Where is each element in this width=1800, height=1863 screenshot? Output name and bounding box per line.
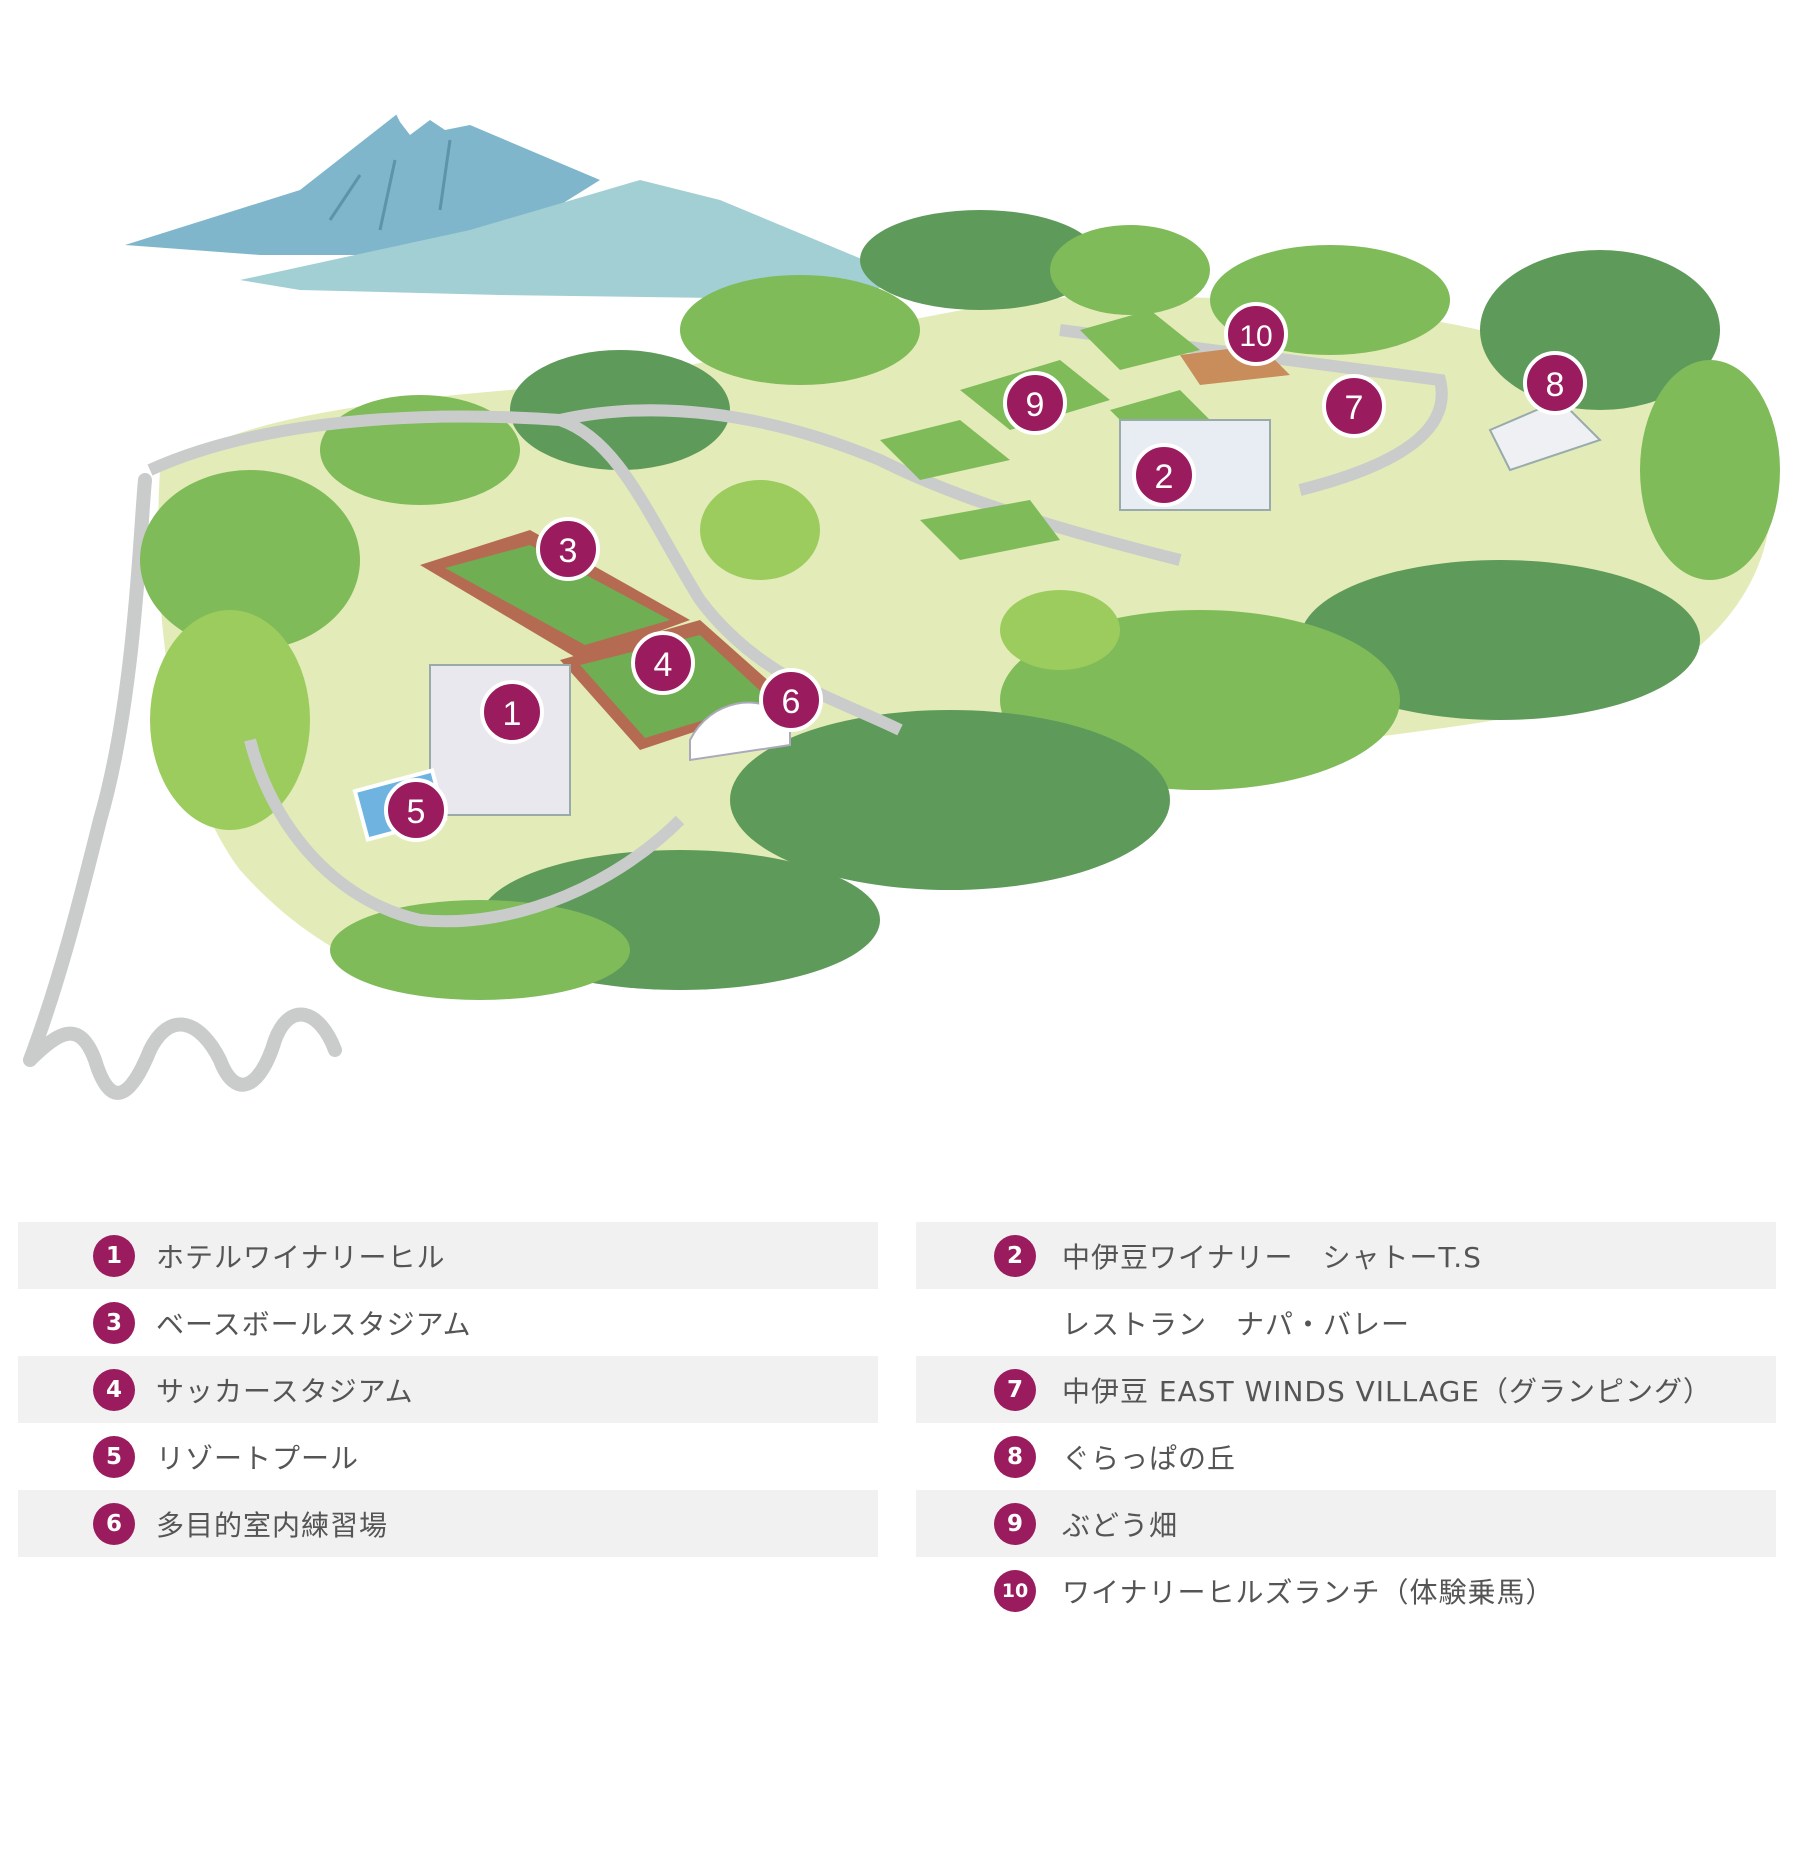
legend-label: 多目的室内練習場 xyxy=(156,1508,389,1542)
legend-item-9[interactable]: 9 ぶどう畑 xyxy=(916,1490,1776,1557)
legend-number-badge[interactable]: 6 xyxy=(93,1502,135,1545)
resort-map: 1 2 3 4 5 6 7 8 9 10 xyxy=(23,98,1780,1100)
legend-label: ホテルワイナリーヒル xyxy=(156,1240,446,1274)
legend-number-badge[interactable]: 7 xyxy=(994,1368,1036,1411)
legend-item-6[interactable]: 6 多目的室内練習場 xyxy=(18,1490,878,1557)
legend-item-8[interactable]: 8 ぐらっぱの丘 xyxy=(916,1423,1776,1490)
legend-item-7[interactable]: 7 中伊豆 EAST WINDS VILLAGE（グランピング） xyxy=(916,1356,1776,1423)
legend-number-badge[interactable]: 1 xyxy=(93,1234,135,1277)
map-marker-7[interactable]: 7 xyxy=(1322,374,1386,438)
legend-item-2[interactable]: 2 中伊豆ワイナリー シャトーT.S xyxy=(916,1222,1776,1289)
map-marker-5[interactable]: 5 xyxy=(384,778,448,842)
legend-label: ぐらっぱの丘 xyxy=(1062,1441,1237,1475)
legend-label: 中伊豆ワイナリー シャトーT.S xyxy=(1062,1240,1482,1274)
map-marker-2[interactable]: 2 xyxy=(1132,443,1196,507)
legend-item-1[interactable]: 1 ホテルワイナリーヒル xyxy=(18,1222,878,1289)
legend-number-badge[interactable]: 10 xyxy=(994,1569,1036,1612)
svg-text:10: 10 xyxy=(1239,320,1272,353)
map-marker-8[interactable]: 8 xyxy=(1523,351,1587,415)
map-marker-10[interactable]: 10 xyxy=(1224,302,1288,366)
legend-label: ぶどう畑 xyxy=(1062,1508,1179,1542)
winding-road xyxy=(23,473,342,1100)
legend-number-badge[interactable]: 4 xyxy=(93,1368,135,1411)
legend-item-2-sub[interactable]: レストラン ナパ・バレー xyxy=(916,1289,1776,1356)
legend-number-badge[interactable]: 9 xyxy=(994,1502,1036,1545)
mount-fuji xyxy=(125,98,900,300)
legend-item-10[interactable]: 10 ワイナリーヒルズランチ（体験乗馬） xyxy=(916,1557,1776,1624)
legend-number-badge[interactable]: 3 xyxy=(93,1301,135,1344)
glamping-tents xyxy=(1488,398,1602,472)
legend-number-badge[interactable]: 8 xyxy=(994,1435,1036,1478)
map-marker-4[interactable]: 4 xyxy=(631,631,695,695)
svg-text:1: 1 xyxy=(503,695,522,733)
svg-text:9: 9 xyxy=(1026,386,1045,424)
legend-right: 2 中伊豆ワイナリー シャトーT.S レストラン ナパ・バレー 7 中伊豆 EA… xyxy=(916,1222,1776,1624)
legend-label: 中伊豆 EAST WINDS VILLAGE（グランピング） xyxy=(1062,1374,1712,1408)
legend-number-badge[interactable]: 2 xyxy=(994,1234,1036,1277)
legend-label: サッカースタジアム xyxy=(156,1374,414,1408)
svg-text:4: 4 xyxy=(654,646,673,684)
legend-item-3[interactable]: 3 ベースボールスタジアム xyxy=(18,1289,878,1356)
map-marker-3[interactable]: 3 xyxy=(536,517,600,581)
map-marker-6[interactable]: 6 xyxy=(759,668,823,732)
baseball-stadium xyxy=(420,530,690,660)
legend-label: ベースボールスタジアム xyxy=(156,1307,472,1341)
legend-label: レストラン ナパ・バレー xyxy=(1062,1307,1411,1341)
svg-text:5: 5 xyxy=(407,793,426,831)
svg-text:6: 6 xyxy=(782,683,801,721)
map-marker-9[interactable]: 9 xyxy=(1003,371,1067,435)
legend-label: ワイナリーヒルズランチ（体験乗馬） xyxy=(1062,1575,1555,1609)
legend-item-5[interactable]: 5 リゾートプール xyxy=(18,1423,878,1490)
map-marker-1[interactable]: 1 xyxy=(480,680,544,744)
svg-text:3: 3 xyxy=(559,532,578,570)
svg-text:2: 2 xyxy=(1155,458,1174,496)
legend-left: 1 ホテルワイナリーヒル 3 ベースボールスタジアム 4 サッカースタジアム 5… xyxy=(18,1222,878,1557)
legend-label: リゾートプール xyxy=(156,1441,360,1475)
svg-text:8: 8 xyxy=(1546,366,1565,404)
legend-number-badge[interactable]: 5 xyxy=(93,1435,135,1478)
svg-text:7: 7 xyxy=(1345,389,1364,427)
legend-item-4[interactable]: 4 サッカースタジアム xyxy=(18,1356,878,1423)
